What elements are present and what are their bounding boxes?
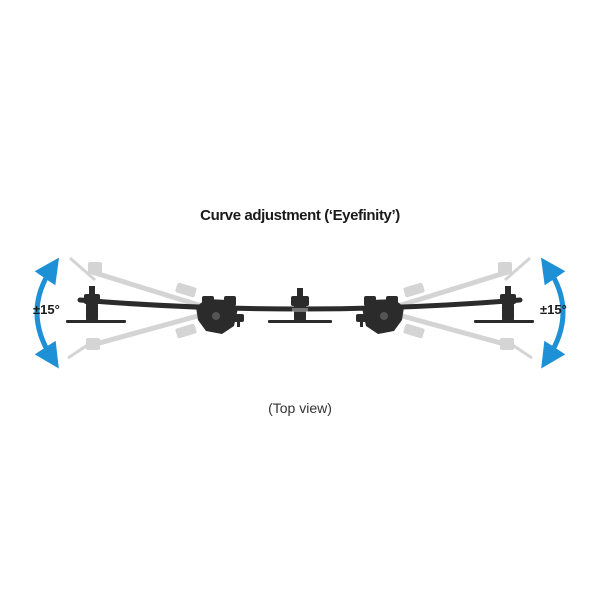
view-caption: (Top view) <box>268 400 332 416</box>
diagram-title: Curve adjustment (‘Eyefinity’) <box>200 207 400 224</box>
left-arm-ghost-positions <box>67 256 208 360</box>
center-monitor-plate <box>268 288 332 323</box>
left-monitor-plate <box>66 286 126 323</box>
left-angle-label: ±15° <box>33 302 60 317</box>
right-rotation-arrow-icon <box>540 257 566 369</box>
left-pivot-joint <box>196 296 244 334</box>
right-arm-ghost-positions <box>392 256 533 360</box>
right-angle-label: ±15° <box>540 302 567 317</box>
left-rotation-arrow-icon <box>34 257 60 369</box>
right-pivot-joint <box>356 296 404 334</box>
right-monitor-plate <box>474 286 534 323</box>
